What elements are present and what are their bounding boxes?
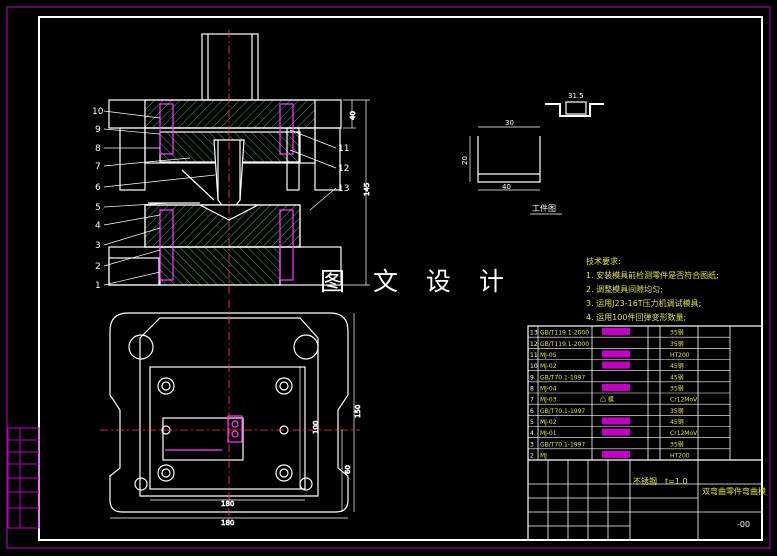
bom-cell-no: 8: [530, 386, 534, 393]
bom-cell-no: 10: [530, 363, 538, 370]
bom-cell-mat: Cr12MoV: [670, 397, 698, 404]
part-label-10: 10: [92, 107, 104, 117]
bom-cell-code: GB/T119.1-2000: [540, 330, 589, 337]
dim-height-total: 145: [363, 183, 371, 196]
dim-plan-height-inner: 100: [312, 421, 320, 434]
bom-cell-mat: 35钢: [670, 329, 684, 337]
bom-cell-mat: 45钢: [670, 362, 684, 370]
part-label-12: 12: [338, 164, 349, 174]
bom-cell-mat: 35钢: [670, 385, 684, 393]
plan-dimensions: 180 180 100 150 60: [110, 313, 362, 527]
bom-qty-mark: [602, 350, 630, 358]
workpiece-drawing: [469, 101, 604, 215]
part-labels: 10 9 8 7 6 5 4 3 2 1 11 12 13: [92, 107, 349, 291]
bom-cell-code: MJ-01: [540, 430, 557, 437]
watermark-text: 图 文 设 计: [320, 267, 514, 296]
sheet-outer-border: [6, 6, 771, 549]
part-label-3: 3: [95, 241, 101, 251]
part-label-1: 1: [95, 281, 101, 291]
sheet-inner-border: [38, 16, 763, 541]
bom-cell-no: 5: [530, 419, 534, 426]
bom-qty-mark: [602, 417, 630, 425]
bom-cell-mat: 45钢: [670, 373, 684, 381]
bom-qty-mark: [602, 361, 630, 369]
bom-cell-mat: HT200: [670, 352, 690, 359]
notes-item-2: 2. 调整模具间隙均匀;: [586, 285, 663, 294]
bom-cell-code: MJ-05: [540, 352, 557, 359]
binding-block: [7, 427, 40, 529]
bom-cell-mat: Cr12MoV: [670, 430, 698, 437]
title-block-thickness: t=1.0: [665, 477, 688, 486]
bom-cell-code: GB/T70.1-1997: [540, 441, 585, 448]
front-section-view: [108, 30, 342, 295]
bom-cell-code: MJ-02: [540, 419, 557, 426]
bom-cell-no: 11: [530, 352, 538, 359]
workpiece-caption: 工件图: [532, 203, 556, 213]
part-label-7: 7: [95, 162, 101, 172]
section-dimensions: 40 145: [343, 99, 371, 286]
dim-part-height: 20: [461, 156, 469, 165]
dim-section-width: 31.5: [568, 92, 584, 100]
bom-cell-no: 2: [530, 453, 534, 460]
plan-view: [100, 300, 360, 520]
bom-cell-no: 6: [530, 408, 534, 415]
part-leaders: [103, 110, 337, 286]
part-label-13: 13: [338, 184, 349, 194]
bom-cell-code: GB/T70.1-1997: [540, 408, 585, 415]
bom-cell-no: 13: [530, 330, 538, 337]
title-block-title: 双弯曲零件弯曲模: [702, 486, 766, 496]
part-label-8: 8: [95, 144, 101, 154]
technical-notes: 技术要求: 1. 安装模具前检测零件是否符合图纸; 2. 调整模具间隙均匀; 3…: [586, 255, 719, 325]
bom-cell-mat: 35钢: [670, 340, 684, 348]
bom-qty-mark: [602, 428, 630, 436]
bom-cell-name: 凸 模: [600, 396, 614, 404]
bom-cell-code: MJ: [540, 453, 547, 460]
bom-cell-no: 7: [530, 397, 534, 404]
dim-part-width: 30: [505, 119, 514, 127]
bom-cell-code: MJ-04: [540, 386, 557, 393]
bom-cell-mat: 35钢: [670, 440, 684, 448]
dim-plan-height: 150: [354, 405, 362, 418]
dim-plan-offset: 60: [344, 465, 352, 474]
part-label-2: 2: [95, 262, 101, 272]
bom-cell-code: GB/T119.1-2000: [540, 341, 589, 348]
title-block-material: 不锈钢: [633, 476, 657, 486]
bom-cell-no: 3: [530, 441, 534, 448]
notes-heading: 技术要求:: [586, 257, 621, 266]
bom-cell-code: MJ-02: [540, 363, 557, 370]
dim-plan-width-inner: 180: [221, 500, 234, 508]
part-label-9: 9: [95, 125, 101, 135]
notes-item-4: 4. 运用100件回弹变形数量;: [586, 313, 687, 322]
part-label-4: 4: [95, 221, 101, 231]
title-block-drawing-no: -00: [737, 520, 750, 529]
bom-cell-no: 4: [530, 430, 534, 437]
part-label-6: 6: [95, 183, 101, 193]
title-block-text: 不锈钢 t=1.0 双弯曲零件弯曲模 -00: [633, 476, 766, 529]
dim-part-bottom: 40: [502, 183, 511, 191]
notes-item-1: 1. 安装模具前检测零件是否符合图纸;: [586, 271, 719, 280]
notes-item-3: 3. 运用J23-16T压力机调试模具;: [586, 299, 702, 308]
bom-cell-mat: 35钢: [670, 407, 684, 415]
part-label-5: 5: [95, 203, 101, 213]
bom-cell-mat: 45钢: [670, 418, 684, 426]
bom-cell-code: GB/T70.1-1997: [540, 374, 585, 381]
part-label-11: 11: [338, 144, 349, 154]
bom-qty-mark: [602, 450, 630, 458]
bom-cell-code: MJ-03: [540, 397, 557, 404]
dim-height-top: 40: [349, 111, 357, 120]
bom-cell-no: 12: [530, 341, 538, 348]
bom-qty-mark: [602, 383, 630, 391]
bom-qty-mark: [602, 328, 630, 336]
bom-cell-no: 9: [530, 374, 534, 381]
bom-table: [527, 325, 763, 541]
workpiece-dimensions: 30 20 40 31.5 工件图: [461, 92, 584, 213]
bom-cell-mat: HT200: [670, 453, 690, 460]
dim-plan-width-outer: 180: [221, 519, 234, 527]
